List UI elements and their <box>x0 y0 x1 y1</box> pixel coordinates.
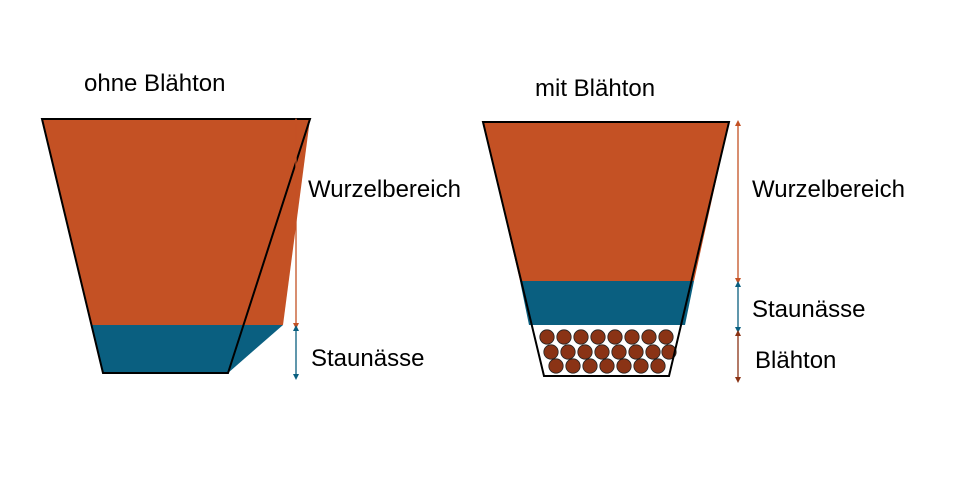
clay-ball <box>573 329 589 345</box>
clay-ball <box>650 358 666 374</box>
clay-ball <box>645 344 661 360</box>
clay-ball <box>539 329 555 345</box>
label-waterlogging-right: Staunässe <box>752 296 866 323</box>
clay-ball <box>611 344 627 360</box>
clay-ball <box>661 344 677 360</box>
clay-ball <box>577 344 593 360</box>
clay-ball <box>641 329 657 345</box>
label-waterlogging-left: Staunässe <box>311 345 425 372</box>
pot-outline-left <box>40 118 312 374</box>
clay-ball <box>543 344 559 360</box>
clay-ball <box>590 329 606 345</box>
label-root-zone-right: Wurzelbereich <box>752 176 905 203</box>
label-expanded-clay: Blähton <box>755 347 837 374</box>
pot-outline-right <box>481 121 731 377</box>
clay-ball <box>556 329 572 345</box>
root-zone-left <box>42 119 310 325</box>
pot-with-clay <box>481 121 731 377</box>
clay-balls <box>539 329 677 374</box>
clay-ball <box>599 358 615 374</box>
clay-ball <box>628 344 644 360</box>
clay-ball <box>560 344 576 360</box>
clay-ball <box>548 358 564 374</box>
clay-ball <box>594 344 610 360</box>
waterlogging-zone-left <box>91 325 283 373</box>
clay-ball <box>658 329 674 345</box>
clay-ball <box>616 358 632 374</box>
label-root-zone-left: Wurzelbereich <box>308 176 461 203</box>
clay-ball <box>565 358 581 374</box>
title-without-clay: ohne Blähton <box>84 70 226 97</box>
clay-ball <box>633 358 649 374</box>
clay-ball <box>607 329 623 345</box>
pot-without-clay <box>40 118 312 374</box>
waterlogging-zone-right <box>520 281 694 325</box>
clay-ball <box>582 358 598 374</box>
clay-ball <box>624 329 640 345</box>
root-zone-right <box>483 122 729 281</box>
title-with-clay: mit Blähton <box>535 75 656 102</box>
